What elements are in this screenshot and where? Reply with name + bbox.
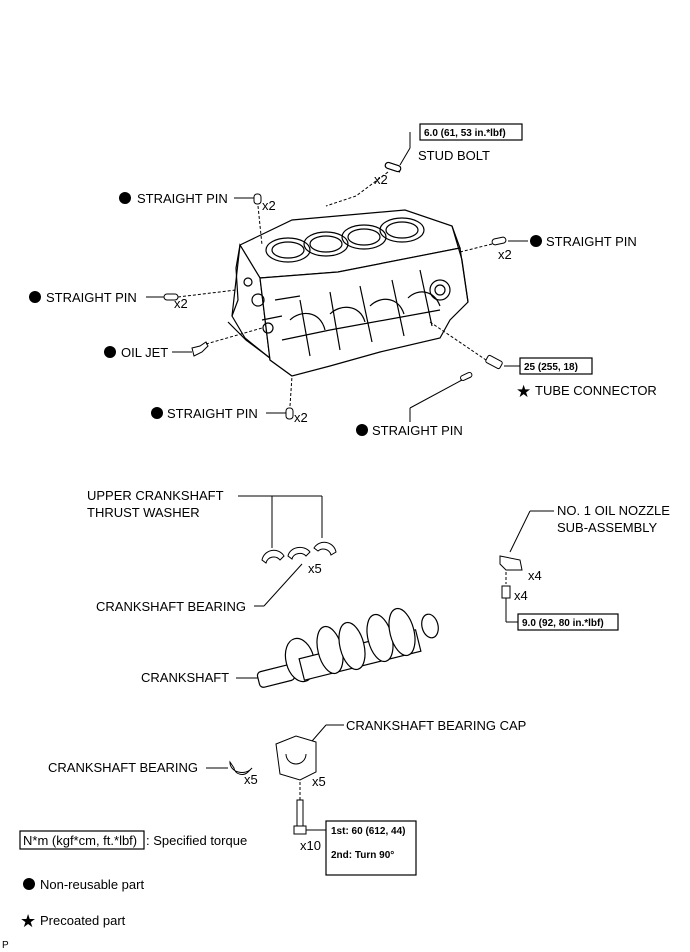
tube-connector-icon xyxy=(485,354,503,370)
cap-bolt-qty: x10 xyxy=(300,838,321,853)
cap-bolt-torque-1: 1st: 60 (612, 44) xyxy=(331,826,406,837)
straight-pin-qty: x2 xyxy=(498,247,512,262)
straight-pin-bottom-left: STRAIGHT PIN x2 xyxy=(151,375,308,425)
bearing-qty: x5 xyxy=(308,561,322,576)
thrust-washer-icon xyxy=(313,541,337,556)
straight-pin-icon xyxy=(491,236,507,246)
straight-pin-label: STRAIGHT PIN xyxy=(372,423,463,438)
oil-nozzle-label-2: SUB-ASSEMBLY xyxy=(557,520,658,535)
stud-bolt-qty: x2 xyxy=(374,172,388,187)
straight-pin-left: STRAIGHT PIN x2 xyxy=(29,289,237,311)
figure-code: P xyxy=(2,940,9,951)
straight-pin-qty: x2 xyxy=(294,410,308,425)
straight-pin-label: STRAIGHT PIN xyxy=(137,191,228,206)
non-reusable-icon xyxy=(104,346,116,358)
oil-nozzle-torque-box xyxy=(517,613,619,631)
straight-pin-top-left: STRAIGHT PIN x2 xyxy=(119,191,276,246)
stud-bolt-part: 6.0 (61, 53 in.*lbf) STUD BOLT x2 xyxy=(325,123,523,207)
crankshaft-icon xyxy=(256,607,439,688)
oil-nozzle-torque: 9.0 (92, 80 in.*lbf) xyxy=(522,618,604,629)
crankshaft-label: CRANKSHAFT xyxy=(141,670,229,685)
crankshaft-bearing-label: CRANKSHAFT BEARING xyxy=(96,599,246,614)
nozzle-bolt-qty: x4 xyxy=(514,588,528,603)
straight-pin-icon xyxy=(285,407,294,420)
oil-jet-label: OIL JET xyxy=(121,345,168,360)
oil-jet-part: OIL JET xyxy=(104,327,263,360)
legend-torque-units: N*m (kgf*cm, ft.*lbf) xyxy=(23,833,137,848)
non-reusable-icon xyxy=(29,291,41,303)
bearing-shell-icon xyxy=(287,546,311,560)
crankshaft-part: CRANKSHAFT xyxy=(141,607,439,688)
straight-pin-icon xyxy=(253,193,262,205)
non-reusable-icon xyxy=(119,192,131,204)
crankshaft-bearing-upper: x5 CRANKSHAFT BEARING xyxy=(96,546,322,614)
stud-bolt-torque: 6.0 (61, 53 in.*lbf) xyxy=(424,128,506,139)
straight-pin-qty: x2 xyxy=(262,198,276,213)
nozzle-bolt-icon xyxy=(501,585,511,599)
precoated-icon: ★ xyxy=(516,382,531,401)
oil-nozzle-label-1: NO. 1 OIL NOZZLE xyxy=(557,503,670,518)
cap-bolt-torque-box xyxy=(325,820,417,876)
oil-nozzle-part: NO. 1 OIL NOZZLE SUB-ASSEMBLY x4 x4 9.0 … xyxy=(499,503,670,631)
cap-bolt-icon xyxy=(293,799,307,835)
straight-pin-label: STRAIGHT PIN xyxy=(546,234,637,249)
legend-non-reusable: Non-reusable part xyxy=(40,877,144,892)
straight-pin-icon xyxy=(460,371,473,381)
cap-bolt-part: x10 1st: 60 (612, 44) 2nd: Turn 90° xyxy=(293,782,417,876)
legend-torque-box xyxy=(19,830,145,850)
bearing-cap-icon xyxy=(275,735,317,781)
tube-connector-label: TUBE CONNECTOR xyxy=(535,383,657,398)
stud-bolt-label: STUD BOLT xyxy=(418,148,490,163)
precoated-icon: ★ xyxy=(20,911,36,931)
oil-nozzle-icon xyxy=(499,555,523,571)
non-reusable-icon xyxy=(23,878,35,890)
crankshaft-bearing-lower: CRANKSHAFT BEARING x5 xyxy=(48,760,258,787)
bearing-cap-qty: x5 xyxy=(312,774,326,789)
upper-thrust-washer-part: UPPER CRANKSHAFT THRUST WASHER xyxy=(87,488,337,564)
stud-bolt-torque-box xyxy=(419,123,523,141)
straight-pin-label: STRAIGHT PIN xyxy=(46,290,137,305)
bearing-cap-label: CRANKSHAFT BEARING CAP xyxy=(346,718,526,733)
oil-jet-icon xyxy=(191,341,209,357)
straight-pin-qty: x2 xyxy=(174,296,188,311)
tube-connector-torque: 25 (255, 18) xyxy=(524,362,578,373)
oil-nozzle-qty: x4 xyxy=(528,568,542,583)
non-reusable-icon xyxy=(356,424,368,436)
non-reusable-icon xyxy=(530,235,542,247)
bearing-cap-part: CRANKSHAFT BEARING CAP x5 xyxy=(275,718,526,789)
crankshaft-bearing-label: CRANKSHAFT BEARING xyxy=(48,760,198,775)
upper-thrust-washer-label-2: THRUST WASHER xyxy=(87,505,200,520)
tube-connector-part: 25 (255, 18) ★ TUBE CONNECTOR xyxy=(429,321,657,401)
cap-bolt-torque-2: 2nd: Turn 90° xyxy=(331,850,394,861)
straight-pin-label: STRAIGHT PIN xyxy=(167,406,258,421)
legend: N*m (kgf*cm, ft.*lbf) : Specified torque… xyxy=(2,830,247,951)
straight-pin-right: STRAIGHT PIN x2 xyxy=(459,234,637,262)
tube-connector-torque-box xyxy=(519,357,593,375)
legend-torque-text: : Specified torque xyxy=(146,833,247,848)
cylinder-block-illustration xyxy=(227,209,469,377)
upper-thrust-washer-label-1: UPPER CRANKSHAFT xyxy=(87,488,224,503)
legend-precoated: Precoated part xyxy=(40,913,126,928)
non-reusable-icon xyxy=(151,407,163,419)
thrust-washer-icon xyxy=(261,549,285,564)
straight-pin-bottom-center: STRAIGHT PIN xyxy=(356,371,473,438)
bearing-shell-icon xyxy=(229,760,253,775)
stud-bolt-icon xyxy=(384,161,402,173)
bearing-qty: x5 xyxy=(244,772,258,787)
